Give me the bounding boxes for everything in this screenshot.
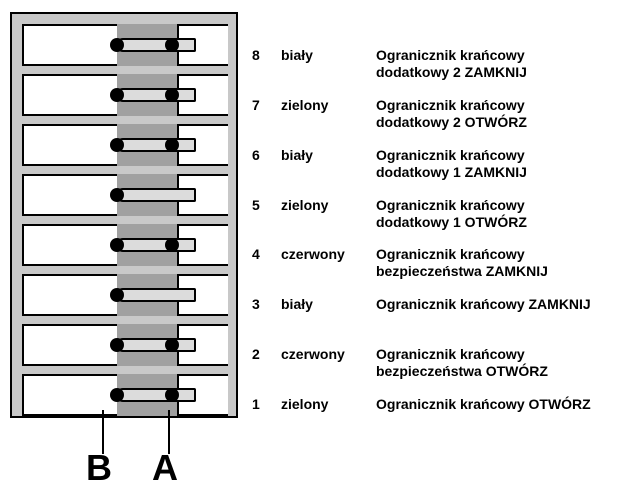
terminal-point-a bbox=[165, 38, 179, 52]
slot-code-label: P1⇨ bbox=[207, 126, 223, 154]
wire-color: biały bbox=[281, 147, 313, 163]
wire-number: 7 bbox=[252, 97, 260, 113]
wire-number: 3 bbox=[252, 296, 260, 312]
terminal-point-b bbox=[110, 88, 124, 102]
connector-board: P2⇨ P2⇦ P1⇨ P1⇦ SE⇨ E⇨ SE⇦ E⇦ bbox=[10, 12, 238, 418]
terminal-point-b bbox=[110, 38, 124, 52]
wire-number: 5 bbox=[252, 197, 260, 213]
connector-slot: P2⇦ bbox=[22, 74, 228, 116]
wire-color: czerwony bbox=[281, 246, 345, 262]
terminal-point-b bbox=[110, 238, 124, 252]
terminal-bar bbox=[116, 238, 196, 252]
direction-arrow-icon: ⇨ bbox=[207, 26, 222, 38]
wire-number: 2 bbox=[252, 346, 260, 362]
direction-arrow-icon: ⇨ bbox=[207, 126, 222, 138]
terminal-point-a bbox=[165, 88, 179, 102]
terminal-point-b bbox=[110, 338, 124, 352]
terminal-bar bbox=[116, 288, 196, 302]
label-b: B bbox=[86, 447, 112, 488]
slot-code-label: E⇦ bbox=[207, 376, 223, 400]
wire-color: biały bbox=[281, 47, 313, 63]
wire-color: zielony bbox=[281, 97, 329, 113]
terminal-bar bbox=[116, 88, 196, 102]
wire-number: 1 bbox=[252, 396, 260, 412]
slot-code-label: E⇨ bbox=[207, 276, 223, 300]
direction-arrow-icon: ⇨ bbox=[207, 276, 222, 288]
slot-code-label: P1⇦ bbox=[207, 176, 223, 204]
terminal-point-b bbox=[110, 288, 124, 302]
terminal-point-a bbox=[165, 338, 179, 352]
leader-line-a bbox=[168, 410, 170, 454]
connector-slot: P1⇨ bbox=[22, 124, 228, 166]
terminal-bar bbox=[116, 338, 196, 352]
wire-description-line1: Ogranicznik krańcowy bbox=[376, 47, 525, 63]
connector-slot: E⇨ bbox=[22, 274, 228, 316]
wire-description-line1: Ogranicznik krańcowy bbox=[376, 147, 525, 163]
terminal-point-b bbox=[110, 138, 124, 152]
wire-description-line1: Ogranicznik krańcowy bbox=[376, 346, 525, 362]
terminal-point-a bbox=[165, 138, 179, 152]
wire-description-line2: dodatkowy 2 OTWÓRZ bbox=[376, 114, 527, 130]
wire-description-line1: Ogranicznik krańcowy bbox=[376, 246, 525, 262]
terminal-bar bbox=[116, 388, 196, 402]
direction-arrow-icon: ⇦ bbox=[207, 76, 222, 88]
terminal-bar bbox=[116, 188, 196, 202]
slot-code-label: SE⇦ bbox=[207, 326, 223, 355]
wire-number: 8 bbox=[252, 47, 260, 63]
wire-description-line2: dodatkowy 1 OTWÓRZ bbox=[376, 214, 527, 230]
direction-arrow-icon: ⇦ bbox=[207, 326, 222, 338]
connector-slot: P2⇨ bbox=[22, 24, 228, 66]
connector-slot: SE⇨ bbox=[22, 224, 228, 266]
connector-slot: P1⇦ bbox=[22, 174, 228, 216]
slot-code-label: P2⇨ bbox=[207, 26, 223, 54]
wire-description-line1: Ogranicznik krańcowy OTWÓRZ bbox=[376, 396, 591, 412]
wire-description-line1: Ogranicznik krańcowy bbox=[376, 97, 525, 113]
slot-code-label: P2⇦ bbox=[207, 76, 223, 104]
wire-description-line2: bezpieczeństwa ZAMKNIJ bbox=[376, 263, 548, 279]
connector-slot: SE⇦ bbox=[22, 324, 228, 366]
wire-description-line1: Ogranicznik krańcowy bbox=[376, 197, 525, 213]
wire-color: czerwony bbox=[281, 346, 345, 362]
wire-color: zielony bbox=[281, 197, 329, 213]
direction-arrow-icon: ⇦ bbox=[207, 176, 222, 188]
wire-number: 6 bbox=[252, 147, 260, 163]
wire-color: biały bbox=[281, 296, 313, 312]
terminal-point-a bbox=[165, 238, 179, 252]
terminal-point-a bbox=[165, 388, 179, 402]
wire-description-line2: dodatkowy 2 ZAMKNIJ bbox=[376, 64, 527, 80]
slot-code-label: SE⇨ bbox=[207, 226, 223, 255]
direction-arrow-icon: ⇦ bbox=[207, 376, 222, 388]
terminal-point-b bbox=[110, 188, 124, 202]
wire-description-line2: dodatkowy 1 ZAMKNIJ bbox=[376, 164, 527, 180]
wire-description-line2: bezpieczeństwa OTWÓRZ bbox=[376, 363, 548, 379]
direction-arrow-icon: ⇨ bbox=[207, 226, 222, 238]
terminal-point-b bbox=[110, 388, 124, 402]
connector-slot: E⇦ bbox=[22, 374, 228, 416]
wire-color: zielony bbox=[281, 396, 329, 412]
terminal-bar bbox=[116, 138, 196, 152]
label-a: A bbox=[152, 447, 178, 488]
terminal-bar bbox=[116, 38, 196, 52]
wire-description-line1: Ogranicznik krańcowy ZAMKNIJ bbox=[376, 296, 591, 312]
wire-number: 4 bbox=[252, 246, 260, 262]
leader-line-b bbox=[102, 410, 104, 454]
